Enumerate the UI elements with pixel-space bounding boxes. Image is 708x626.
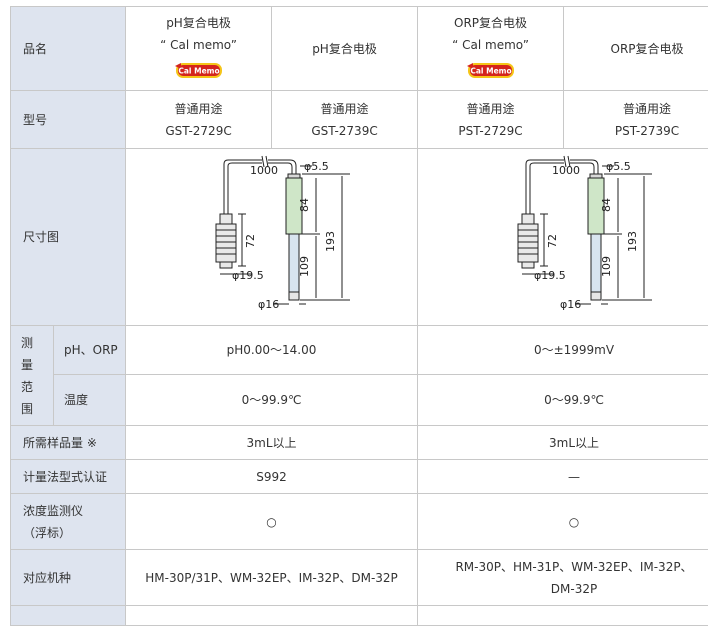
product-3-model-cell: 普通用途 PST-2729C bbox=[418, 91, 564, 149]
range-label-char: 围 bbox=[21, 398, 53, 420]
next-row-cell bbox=[418, 606, 708, 626]
orp-models-value: RM-30P、HM-31P、WM-32EP、IM-32P、 DM-32P bbox=[418, 550, 708, 606]
product-2-use: 普通用途 bbox=[272, 98, 417, 120]
dim-cable-length: 1000 bbox=[250, 164, 278, 177]
product-3-model: PST-2729C bbox=[418, 120, 563, 142]
model-row: 型号 普通用途 GST-2729C 普通用途 GST-2739C 普通用途 PS… bbox=[11, 91, 708, 149]
cert-label: 计量法型式认证 bbox=[11, 460, 126, 494]
range-label-char: 范 bbox=[21, 376, 53, 398]
product-4-use: 普通用途 bbox=[564, 98, 708, 120]
orp-models-line-1: RM-30P、HM-31P、WM-32EP、IM-32P、 bbox=[418, 556, 708, 578]
dim-tip-diameter: φ5.5 bbox=[606, 160, 631, 173]
dim-connector-length: 72 bbox=[546, 234, 559, 248]
product-4-model: PST-2739C bbox=[564, 120, 708, 142]
product-1-name: pH复合电极 bbox=[126, 12, 271, 34]
cal-memo-logo: Cal Memo bbox=[467, 62, 515, 79]
range-temp-row: 温度 0～99.9℃ 0～99.9℃ bbox=[11, 375, 708, 426]
product-3-use: 普通用途 bbox=[418, 98, 563, 120]
dim-upper-length: 84 bbox=[298, 198, 311, 212]
range-ph-row: 测 量 范 围 pH、ORP pH0.00～14.00 0～±1999mV bbox=[11, 326, 708, 375]
dim-body-diameter: φ16 bbox=[258, 298, 279, 311]
product-4-model-cell: 普通用途 PST-2739C bbox=[564, 91, 708, 149]
spec-table: 品名 pH复合电极 “ Cal memo” Cal Memo pH复合电极 OR… bbox=[10, 6, 708, 626]
ph-models-value: HM-30P/31P、WM-32EP、IM-32P、DM-32P bbox=[126, 550, 418, 606]
ph-temp-value: 0～99.9℃ bbox=[126, 375, 418, 426]
orp-cert-value: — bbox=[418, 460, 708, 494]
cal-memo-logo-text: Cal Memo bbox=[470, 66, 511, 75]
orp-electrode-dimension-diagram: 1000 φ5.5 84 193 109 72 φ19.5 φ16 bbox=[494, 152, 654, 322]
dimension-label: 尺寸图 bbox=[11, 149, 126, 326]
sample-label: 所需样品量 ※ bbox=[11, 426, 126, 460]
range-label-char: 测 bbox=[21, 332, 53, 354]
product-1-model: GST-2729C bbox=[126, 120, 271, 142]
range-label: 测 量 范 围 bbox=[11, 326, 54, 426]
dim-upper-length: 84 bbox=[600, 198, 613, 212]
range-label-char: 量 bbox=[21, 354, 53, 376]
ph-sample-value: 3mL以上 bbox=[126, 426, 418, 460]
dim-cable-length: 1000 bbox=[552, 164, 580, 177]
name-label: 品名 bbox=[11, 7, 126, 91]
dim-total-length: 193 bbox=[626, 231, 639, 252]
product-3-name: ORP复合电极 bbox=[418, 12, 563, 34]
dim-tip-diameter: φ5.5 bbox=[304, 160, 329, 173]
model-label: 型号 bbox=[11, 91, 126, 149]
orp-sample-value: 3mL以上 bbox=[418, 426, 708, 460]
dim-body-diameter: φ16 bbox=[560, 298, 581, 311]
product-1-memo: “ Cal memo” bbox=[126, 34, 271, 56]
product-1-use: 普通用途 bbox=[126, 98, 271, 120]
product-1-name-cell: pH复合电极 “ Cal memo” Cal Memo bbox=[126, 7, 272, 91]
monitor-label-line-2: （浮标） bbox=[23, 522, 125, 544]
dim-connector-diameter: φ19.5 bbox=[534, 269, 566, 282]
orp-temp-value: 0～99.9℃ bbox=[418, 375, 708, 426]
product-1-model-cell: 普通用途 GST-2729C bbox=[126, 91, 272, 149]
range-ph-label: pH、ORP bbox=[54, 326, 126, 375]
orp-monitor-value: ○ bbox=[418, 494, 708, 550]
sample-row: 所需样品量 ※ 3mL以上 3mL以上 bbox=[11, 426, 708, 460]
next-row-label bbox=[11, 606, 126, 626]
orp-range-value: 0～±1999mV bbox=[418, 326, 708, 375]
cal-memo-logo: Cal Memo bbox=[175, 62, 223, 79]
product-2-model: GST-2739C bbox=[272, 120, 417, 142]
cal-memo-logo-text: Cal Memo bbox=[178, 66, 219, 75]
dimension-row: 尺寸图 bbox=[11, 149, 708, 326]
next-row-partial bbox=[11, 606, 708, 626]
monitor-label: 浓度监测仪 （浮标） bbox=[11, 494, 126, 550]
orp-dimension-diagram-cell: 1000 φ5.5 84 193 109 72 φ19.5 φ16 bbox=[418, 149, 708, 326]
models-label: 对应机种 bbox=[11, 550, 126, 606]
dim-total-length: 193 bbox=[324, 231, 337, 252]
product-3-memo: “ Cal memo” bbox=[418, 34, 563, 56]
dim-lower-length: 109 bbox=[600, 256, 613, 277]
product-name-row: 品名 pH复合电极 “ Cal memo” Cal Memo pH复合电极 OR… bbox=[11, 7, 708, 91]
product-2-name: pH复合电极 bbox=[272, 7, 418, 91]
models-row: 对应机种 HM-30P/31P、WM-32EP、IM-32P、DM-32P RM… bbox=[11, 550, 708, 606]
ph-electrode-dimension-diagram: 1000 φ5.5 84 193 109 72 φ19.5 φ16 bbox=[192, 152, 352, 322]
orp-models-line-2: DM-32P bbox=[418, 578, 708, 600]
ph-monitor-value: ○ bbox=[126, 494, 418, 550]
next-row-cell bbox=[126, 606, 418, 626]
ph-range-value: pH0.00～14.00 bbox=[126, 326, 418, 375]
dim-connector-diameter: φ19.5 bbox=[232, 269, 264, 282]
monitor-label-line-1: 浓度监测仪 bbox=[23, 500, 125, 522]
ph-cert-value: S992 bbox=[126, 460, 418, 494]
product-4-name: ORP复合电极 bbox=[564, 7, 708, 91]
monitor-row: 浓度监测仪 （浮标） ○ ○ bbox=[11, 494, 708, 550]
range-temp-label: 温度 bbox=[54, 375, 126, 426]
product-2-model-cell: 普通用途 GST-2739C bbox=[272, 91, 418, 149]
cert-row: 计量法型式认证 S992 — bbox=[11, 460, 708, 494]
ph-dimension-diagram-cell: 1000 φ5.5 84 193 109 72 φ19.5 φ16 bbox=[126, 149, 418, 326]
dim-connector-length: 72 bbox=[244, 234, 257, 248]
product-3-name-cell: ORP复合电极 “ Cal memo” Cal Memo bbox=[418, 7, 564, 91]
dim-lower-length: 109 bbox=[298, 256, 311, 277]
